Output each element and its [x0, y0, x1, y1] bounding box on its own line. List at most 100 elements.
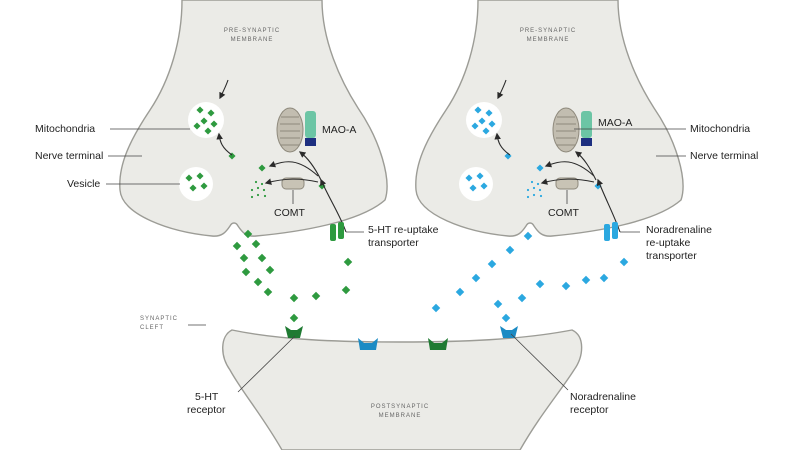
left-comt-label: COMT — [274, 207, 305, 219]
metabolite-dot — [538, 188, 542, 192]
noradrenaline-molecule — [493, 299, 503, 309]
serotonin-molecule — [341, 285, 351, 295]
left-membrane-caption-line1: PRE-SYNAPTIC — [224, 28, 280, 34]
serotonin-molecule — [263, 287, 273, 297]
serotonin-molecule — [207, 109, 215, 117]
left-presynaptic-membrane — [119, 0, 388, 237]
metabolite-dot — [256, 186, 260, 190]
left-arrow-to-comt — [264, 178, 319, 185]
noradrenaline-molecule — [465, 174, 473, 182]
serotonin-molecule — [253, 277, 263, 287]
mitochondria-label-left: Mitochondria — [35, 123, 95, 135]
left-mitochondria — [276, 107, 304, 153]
metabolite-dot — [262, 188, 266, 192]
serotonin-molecule — [196, 172, 204, 180]
right-transporter-label-line2: re-uptake — [646, 237, 691, 249]
noradrenaline-reuptake-transporter — [604, 222, 618, 241]
metabolite-dot — [530, 180, 534, 184]
noradrenaline-molecule — [536, 164, 544, 172]
noradrenaline-molecule — [476, 172, 484, 180]
noradrenaline-molecule — [480, 182, 488, 190]
postsynaptic-caption-line1: POSTSYNAPTIC — [371, 404, 429, 410]
nerve-terminal-label-right: Nerve terminal — [690, 150, 758, 162]
nerve-terminal-label-left: Nerve terminal — [35, 150, 103, 162]
synaptic-cleft-caption-line1: SYNAPTIC — [140, 316, 178, 322]
left-vesicle-bottom — [179, 167, 213, 201]
left-vesicle-bottom-molecules — [185, 172, 208, 192]
left-arrow-vesicle-release — [219, 79, 229, 100]
serotonin-molecule — [258, 164, 266, 172]
right-mao-a-label: MAO-A — [598, 117, 632, 129]
serotonin-molecule — [196, 106, 204, 114]
serotonin-molecule — [265, 265, 275, 275]
serotonin-molecule — [200, 117, 208, 125]
metabolite-dot — [532, 193, 536, 197]
noradrenaline-receptor-occupied — [500, 326, 518, 338]
metabolite-dot — [250, 188, 254, 192]
left-membrane-caption-line2: MEMBRANE — [231, 37, 274, 43]
left-transporter-label-line1: 5-HT re-uptake — [368, 224, 439, 236]
serotonin-molecule — [189, 184, 197, 192]
right-comt-enzyme — [555, 177, 579, 190]
metabolite-dot — [254, 180, 258, 184]
metabolite-dot — [526, 195, 530, 199]
left-metabolite-dots — [250, 180, 267, 199]
noradrenaline-molecule — [487, 259, 497, 269]
postsynaptic-caption-line2: MEMBRANE — [379, 413, 422, 419]
noradrenaline-molecule — [482, 127, 490, 135]
left-arrow-reuptake — [320, 178, 347, 233]
metabolite-dot — [250, 195, 254, 199]
right-arrow-vesicle-release — [497, 79, 507, 100]
noradrenaline-molecule — [501, 313, 511, 323]
serotonin-molecule — [204, 127, 212, 135]
right-arrow-reuptake — [596, 178, 621, 233]
serotonin-molecule — [251, 239, 261, 249]
serotonin-molecule — [311, 291, 321, 301]
noradrenaline-molecule — [561, 281, 571, 291]
left-comt-enzyme — [281, 177, 305, 190]
left-mao-a-label: MAO-A — [322, 124, 356, 136]
metabolite-dot — [526, 188, 530, 192]
noradrenaline-molecule — [619, 257, 629, 267]
noradrenaline-receptor-label-line1: Noradrenaline — [570, 391, 636, 403]
metabolite-dot — [263, 194, 267, 198]
left-arrow-to-cytoplasm — [268, 161, 319, 177]
left-arrow-to-vesicle — [216, 132, 233, 156]
noradrenaline-molecule — [455, 287, 465, 297]
noradrenaline-molecule — [474, 106, 482, 114]
right-mao-a-enzyme — [581, 111, 592, 146]
serotonin-molecule — [232, 241, 242, 251]
noradrenaline-molecule — [469, 184, 477, 192]
right-metabolite-dots — [526, 180, 543, 199]
right-transporter-label-line1: Noradrenaline — [646, 224, 712, 236]
noradrenaline-molecule — [517, 293, 527, 303]
left-transporter-label-line2: transporter — [368, 237, 419, 249]
noradrenaline-molecule — [505, 245, 515, 255]
postsynaptic-neuron: POSTSYNAPTIC MEMBRANE — [222, 326, 583, 450]
right-membrane-caption-line2: MEMBRANE — [527, 37, 570, 43]
noradrenaline-molecule — [471, 122, 479, 130]
right-arrow-to-comt — [540, 178, 595, 185]
synaptic-cleft-caption-line2: CLEFT — [140, 325, 164, 331]
serotonin-molecule — [239, 253, 249, 263]
serotonin-molecule — [210, 120, 218, 128]
noradrenaline-receptor-label-line2: receptor — [570, 404, 609, 416]
serotonin-molecule — [343, 257, 353, 267]
mitochondria-label-right: Mitochondria — [690, 123, 750, 135]
serotonin-molecule — [289, 313, 299, 323]
serotonin-molecule — [289, 293, 299, 303]
noradrenaline-molecule — [471, 273, 481, 283]
5ht-receptor-label-line2: receptor — [187, 404, 226, 416]
right-transporter-label-line3: transporter — [646, 250, 697, 262]
right-vesicle-top-molecules — [471, 106, 496, 135]
right-arrow-to-vesicle — [494, 132, 511, 156]
vesicle-label: Vesicle — [67, 178, 100, 190]
serotonin-molecule — [241, 267, 251, 277]
noradrenaline-molecule — [599, 273, 609, 283]
left-arrow-to-mao — [298, 151, 322, 181]
serotonin-molecule — [243, 229, 253, 239]
left-presynaptic-terminal: PRE-SYNAPTIC MEMBRANE MAO-A COMT — [35, 0, 439, 249]
noradrenaline-molecule — [478, 117, 486, 125]
serotonin-molecule — [185, 174, 193, 182]
right-arrow-to-cytoplasm — [544, 161, 595, 177]
